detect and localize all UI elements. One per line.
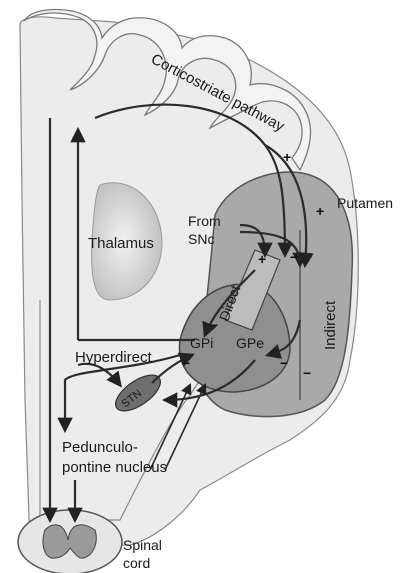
label-from-snc-line1: From — [188, 213, 221, 229]
label-ppn-line1: Pedunculo- — [62, 439, 138, 456]
sign-striatum-plus: + — [316, 203, 324, 219]
label-hyperdirect: Hyperdirect — [75, 349, 153, 366]
label-thalamus: Thalamus — [88, 235, 154, 252]
label-putamen: Putamen — [337, 195, 393, 211]
sign-snc-indirect: − — [290, 249, 298, 265]
label-spinal-line2: cord — [123, 555, 150, 571]
sign-snc-direct: + — [258, 251, 266, 267]
sign-direct-minus: − — [210, 317, 218, 333]
label-indirect: Indirect — [322, 300, 339, 350]
sign-gpi-minus: − — [182, 355, 190, 371]
sign-indirect-minus: − — [303, 365, 311, 381]
label-gpi: GPi — [190, 335, 213, 351]
sign-gpe-minus: − — [280, 355, 288, 371]
sign-cortex-out: + — [283, 149, 291, 165]
label-from-snc-line2: SNc — [188, 231, 214, 247]
label-gpe: GPe — [236, 335, 264, 351]
label-ppn-line2: pontine nucleus — [62, 459, 167, 476]
label-spinal-line1: Spinal — [123, 537, 162, 553]
